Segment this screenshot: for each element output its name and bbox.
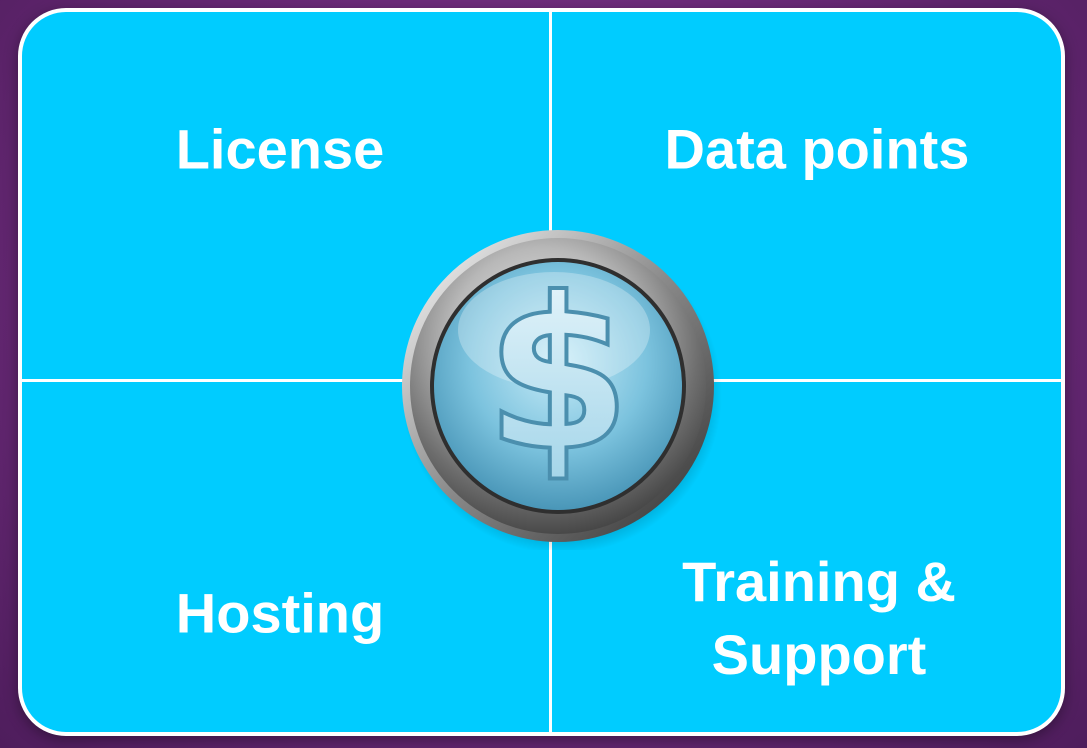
training-line: Training &	[682, 550, 956, 614]
quadrant-data-points-label: Data points	[664, 117, 970, 181]
quadrant-training-support-label: Training & Support	[682, 546, 956, 692]
dollar-glyph: $	[485, 253, 631, 498]
quadrant-panel: License Data points Hosting Training & S…	[18, 8, 1065, 736]
quadrant-license-label: License	[175, 117, 385, 181]
support-line: Support	[711, 623, 927, 686]
quadrant-hosting-label: Hosting	[175, 581, 385, 645]
dollar-coin-icon: $	[402, 230, 722, 550]
